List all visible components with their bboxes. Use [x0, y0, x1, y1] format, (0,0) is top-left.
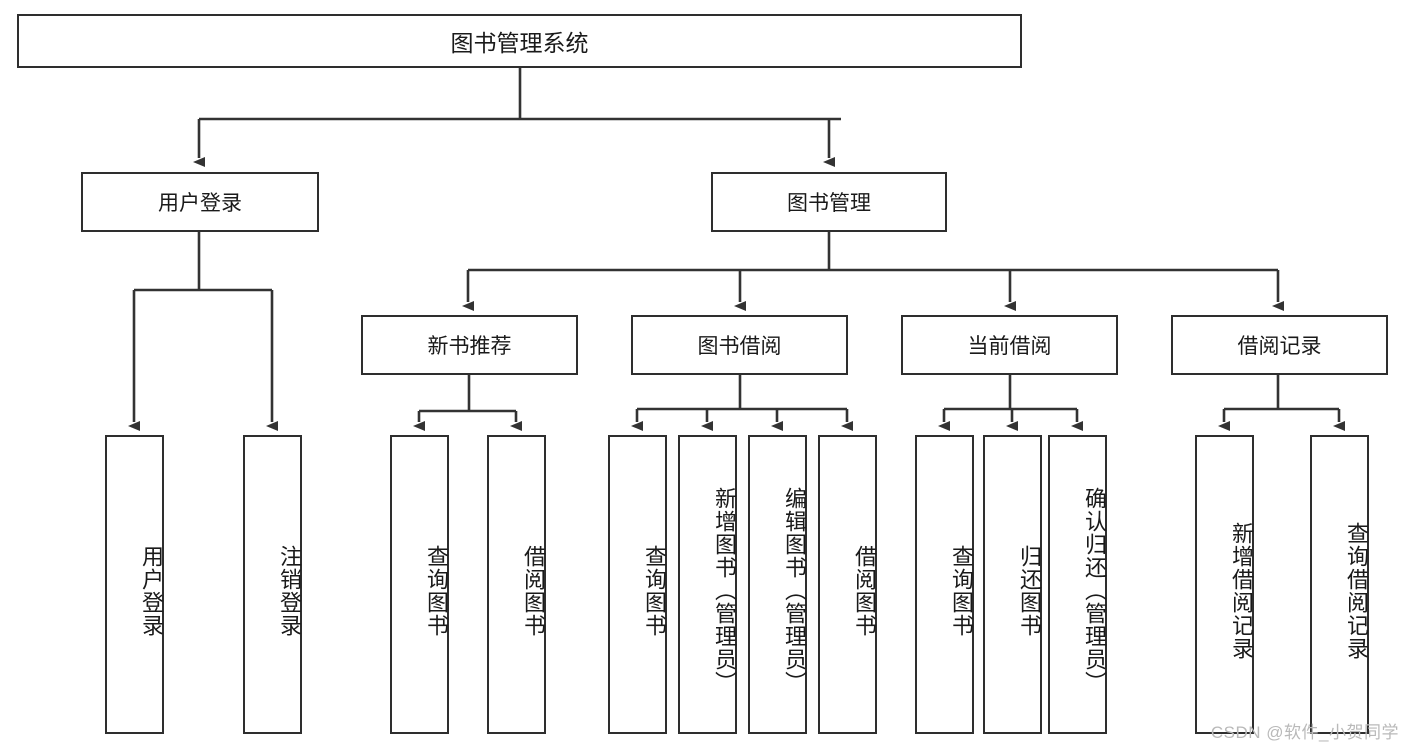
leaf-node-label: 查询图书 — [642, 544, 667, 637]
leaf-node[interactable]: 查询图书 — [915, 435, 974, 734]
leaf-node-label: 注销登录 — [277, 544, 302, 637]
leaf-node-label: 确认归还（管理员） — [1082, 487, 1107, 694]
leaf-node-label: 用户登录 — [139, 544, 164, 637]
node-book-borrow[interactable]: 图书借阅 — [631, 315, 848, 375]
leaf-node-label: 新增图书（管理员） — [712, 487, 737, 694]
leaf-node-label: 归还图书 — [1017, 544, 1042, 637]
leaf-node[interactable]: 编辑图书（管理员） — [748, 435, 807, 734]
leaf-node[interactable]: 新增借阅记录 — [1195, 435, 1254, 734]
node-book-management-label: 图书管理 — [787, 192, 871, 215]
node-book-borrow-label: 图书借阅 — [697, 335, 782, 358]
leaf-node[interactable]: 查询借阅记录 — [1310, 435, 1369, 734]
node-user-login[interactable]: 用户登录 — [81, 172, 319, 232]
leaf-node-label: 查询图书 — [949, 544, 974, 637]
leaf-node[interactable]: 借阅图书 — [487, 435, 546, 734]
node-borrow-record[interactable]: 借阅记录 — [1171, 315, 1388, 375]
leaf-node-label: 查询借阅记录 — [1344, 521, 1369, 660]
leaf-node[interactable]: 用户登录 — [105, 435, 164, 734]
node-root[interactable]: 图书管理系统 — [17, 14, 1022, 68]
node-book-management[interactable]: 图书管理 — [711, 172, 947, 232]
leaf-node-label: 查询图书 — [424, 544, 449, 637]
leaf-node-label: 借阅图书 — [521, 544, 546, 637]
leaf-node-label: 新增借阅记录 — [1229, 521, 1254, 660]
leaf-node-label: 借阅图书 — [852, 544, 877, 637]
node-current-borrow[interactable]: 当前借阅 — [901, 315, 1118, 375]
node-new-book-recommend-label: 新书推荐 — [427, 335, 512, 358]
leaf-node[interactable]: 查询图书 — [390, 435, 449, 734]
leaf-node[interactable]: 借阅图书 — [818, 435, 877, 734]
node-root-label: 图书管理系统 — [450, 30, 589, 56]
leaf-node[interactable]: 查询图书 — [608, 435, 667, 734]
node-user-login-label: 用户登录 — [158, 192, 242, 215]
node-new-book-recommend[interactable]: 新书推荐 — [361, 315, 578, 375]
leaf-node[interactable]: 归还图书 — [983, 435, 1042, 734]
leaf-node-label: 编辑图书（管理员） — [782, 487, 807, 694]
watermark: CSDN @软件_小贺同学 — [1210, 723, 1399, 742]
node-borrow-record-label: 借阅记录 — [1237, 335, 1322, 358]
leaf-node[interactable]: 新增图书（管理员） — [678, 435, 737, 734]
node-current-borrow-label: 当前借阅 — [967, 335, 1052, 358]
leaf-node[interactable]: 确认归还（管理员） — [1048, 435, 1107, 734]
leaf-node[interactable]: 注销登录 — [243, 435, 302, 734]
